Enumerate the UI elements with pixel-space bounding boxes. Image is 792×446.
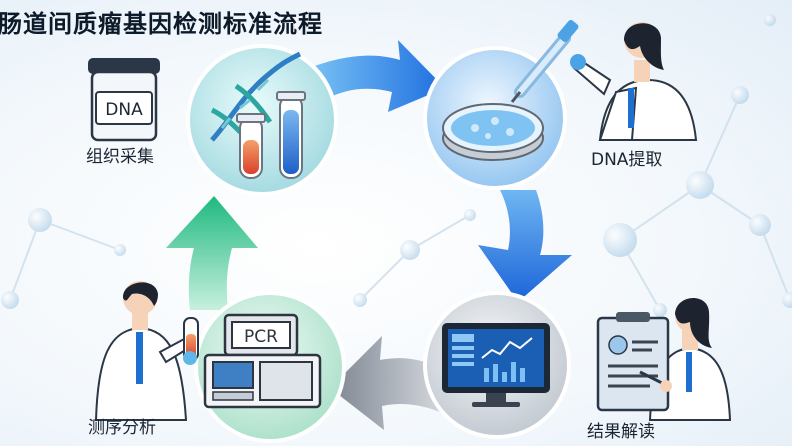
- arrow-to-result-interpretation: [478, 190, 572, 302]
- step-label-tissue-collection: 组织采集: [86, 147, 154, 167]
- scientist-test-tube-icon: [94, 281, 199, 421]
- dna-sample-jar-icon: DNA: [88, 58, 160, 142]
- step-label-dna-extraction: DNA提取: [591, 150, 663, 170]
- dna-jar-text: DNA: [105, 100, 143, 120]
- step-circle-sequencing-analysis: PCR: [194, 291, 346, 443]
- arrow-to-sequencing-analysis: [330, 336, 440, 430]
- scientist-clipboard-icon: [596, 297, 732, 421]
- pcr-machine-icon: PCR: [203, 313, 322, 409]
- petri-dish-icon: [442, 103, 544, 161]
- arrow-to-dna-extraction: [305, 40, 445, 112]
- background-molecules-icon: [1, 14, 792, 317]
- step-circle-dna-extraction: [423, 19, 579, 190]
- pipette-icon: [510, 19, 579, 103]
- scientist-pipetting-icon: [570, 22, 698, 141]
- dna-helix-test-tubes-icon: [210, 51, 306, 179]
- step-circle-result-interpretation: [423, 291, 571, 439]
- pcr-text: PCR: [244, 327, 278, 347]
- computer-monitor-icon: [442, 323, 550, 407]
- arrow-to-tissue-collection: [166, 196, 258, 310]
- step-label-sequencing-analysis: 测序分析: [88, 418, 156, 438]
- step-circle-tissue-collection: [186, 44, 338, 196]
- step-label-result-interpretation: 结果解读: [587, 422, 655, 442]
- page-title: 肠道间质瘤基因检测标准流程: [0, 10, 323, 38]
